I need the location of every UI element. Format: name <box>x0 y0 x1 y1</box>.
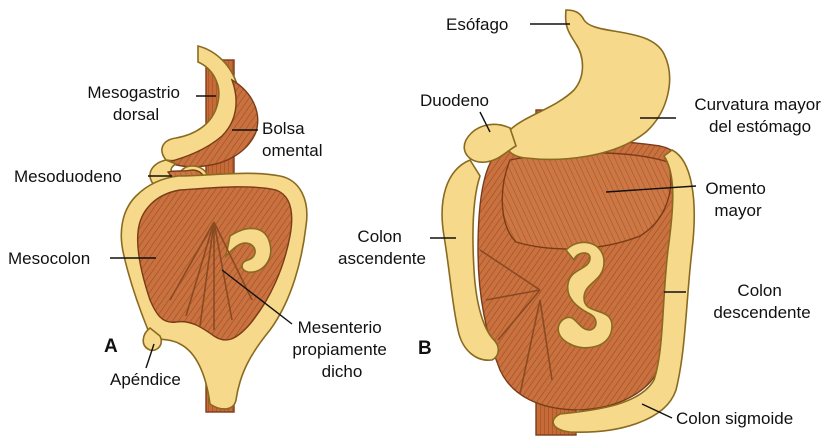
label-mesogastrio: Mesogastrio dorsal <box>87 83 184 124</box>
label-mesoduodeno: Mesoduodeno <box>14 167 122 186</box>
panel-b <box>442 10 694 435</box>
stomach-b <box>505 10 669 159</box>
label-curvatura: Curvatura mayor del estómago <box>694 95 825 136</box>
label-omento: Omento mayor <box>705 179 770 220</box>
label-duodeno: Duodeno <box>420 91 489 110</box>
label-colon-desc: Colon descendente <box>713 281 810 322</box>
label-colon-asc: Colon ascendente <box>338 227 426 268</box>
label-esofago: Esófago <box>446 15 508 34</box>
panel-letter-b: B <box>418 338 432 359</box>
label-mesocolon: Mesocolon <box>8 249 90 268</box>
label-mesenterio: Mesenterio propiamente dicho <box>292 318 391 381</box>
label-colon-sig: Colon sigmoide <box>676 409 793 428</box>
label-apendice: Apéndice <box>110 370 181 389</box>
panel-letter-a: A <box>104 336 118 357</box>
label-bolsa: Bolsa omental <box>262 119 322 160</box>
